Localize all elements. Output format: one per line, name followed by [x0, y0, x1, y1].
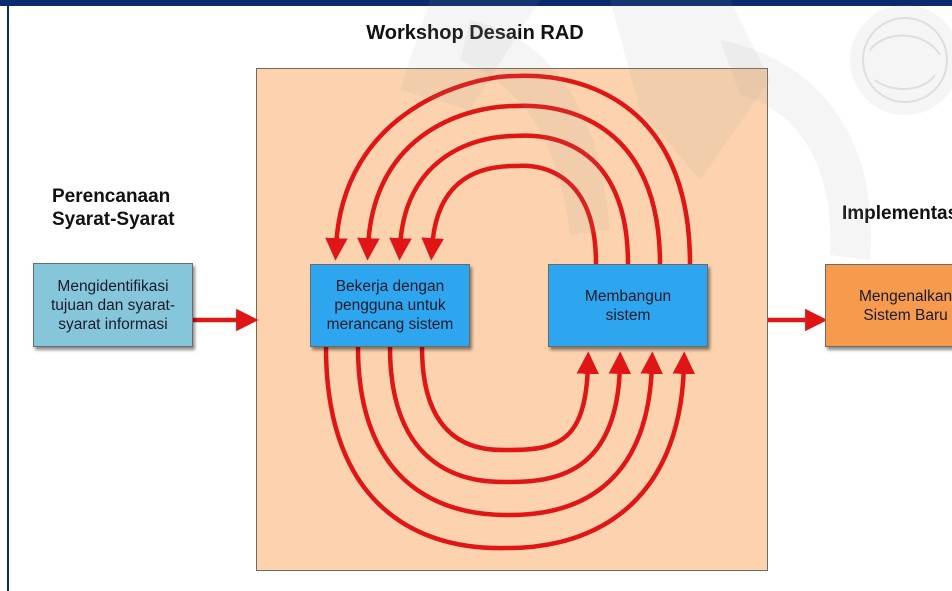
bottom-arc-1 — [323, 346, 696, 551]
build-system-text: Membangun sistem — [584, 287, 672, 324]
planning-title: Perencanaan Syarat-Syarat — [52, 186, 175, 230]
implementation-box-text: Mengenalkan Sistem Baru — [859, 287, 952, 324]
bottom-arc-2 — [355, 346, 663, 518]
planning-box-text: Mengidentifikasi tujuan dan syarat- syar… — [50, 277, 176, 333]
top-arc-2 — [357, 103, 663, 265]
top-arc-4 — [421, 163, 599, 265]
implementation-title: Implementasi — [842, 203, 952, 224]
top-arc-1 — [325, 73, 693, 265]
frame-top-border — [0, 0, 952, 6]
implementation-box: Mengenalkan Sistem Baru — [825, 264, 952, 347]
build-system-box: Membangun sistem — [548, 264, 708, 347]
top-arc-3 — [389, 133, 631, 265]
design-with-users-text: Bekerja dengan pengguna untuk merancang … — [326, 278, 454, 333]
bottom-arc-3 — [387, 346, 632, 485]
frame-left-border — [7, 6, 9, 591]
workshop-title: Workshop Desain RAD — [366, 22, 584, 44]
design-with-users-box: Bekerja dengan pengguna untuk merancang … — [310, 264, 470, 347]
bottom-arc-4 — [419, 346, 599, 453]
planning-box: Mengidentifikasi tujuan dan syarat- syar… — [33, 263, 193, 347]
